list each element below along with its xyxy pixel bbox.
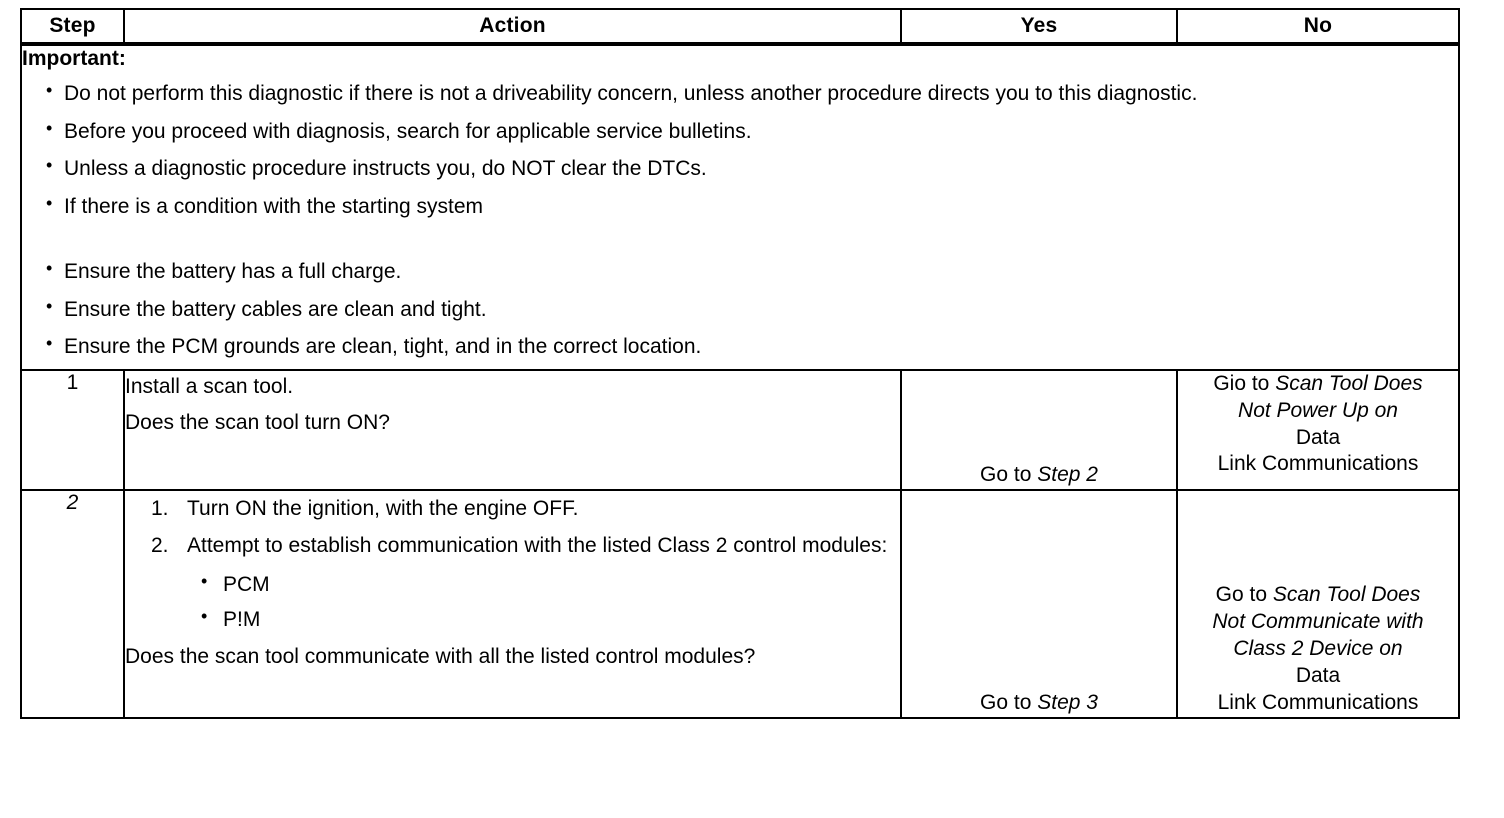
column-header-action: Action (123, 8, 902, 46)
yes-goto-line: Go to Step 3 (902, 690, 1176, 717)
no-branch-content: Gio to Scan Tool Does Not Power Up on Da… (1178, 371, 1458, 489)
action-cell-step-1: Install a scan tool. Does the scan tool … (123, 368, 902, 491)
goto-target-part-3: Data (1295, 425, 1341, 449)
goto-target-part-3: Class 2 Device on (1233, 637, 1403, 661)
list-text: Turn ON the ignition, with the engine OF… (187, 496, 579, 520)
list-item: Before you proceed with diagnosis, searc… (22, 115, 1458, 148)
goto-target-part-1: Scan Tool Does (1272, 583, 1421, 607)
yes-goto-line: Go to Step 2 (902, 462, 1176, 489)
yes-branch-content: Go to Step 3 (902, 491, 1176, 717)
goto-target-part-4: Link Communications (1217, 452, 1419, 476)
important-bullets-group-1: Do not perform this diagnostic if there … (22, 77, 1458, 223)
list-item: Ensure the PCM grounds are clean, tight,… (22, 330, 1458, 363)
list-item: Do not perform this diagnostic if there … (22, 77, 1458, 110)
goto-prefix: Go to (1215, 583, 1273, 607)
list-item: 2. Attempt to establish communication wi… (125, 530, 900, 637)
important-notice-cell: Important: Do not perform this diagnosti… (20, 43, 1460, 371)
no-goto-line-1: Go to Scan Tool Does (1178, 582, 1458, 609)
no-branch-step-1: Gio to Scan Tool Does Not Power Up on Da… (1176, 368, 1460, 491)
goto-target-part-4: Data (1295, 664, 1341, 687)
action-question: Does the scan tool turn ON? (125, 411, 390, 435)
step-number-2: 2 (20, 488, 125, 719)
goto-target-part-1: Scan Tool Does (1275, 371, 1423, 395)
bullet-group-spacer (22, 228, 1458, 256)
no-branch-step-2: Go to Scan Tool Does Not Communicate wit… (1176, 488, 1460, 719)
action-question: Does the scan tool communicate with all … (125, 644, 756, 668)
goto-prefix: Go to (980, 690, 1038, 714)
table-row: 2 1. Turn ON the ignition, with the engi… (20, 488, 1460, 719)
goto-target-part-2: Not Power Up on (1238, 398, 1398, 422)
action-cell-step-2: 1. Turn ON the ignition, with the engine… (123, 488, 902, 719)
step-number-1: 1 (20, 368, 125, 491)
action-numbered-list: 1. Turn ON the ignition, with the engine… (125, 493, 900, 637)
yes-branch-content: Go to Step 2 (902, 371, 1176, 489)
column-header-no: No (1176, 8, 1460, 46)
column-header-yes: Yes (900, 8, 1178, 46)
diagnostic-procedure-table: Step Action Yes No Important: Do not per… (20, 8, 1460, 719)
table-row: 1 Install a scan tool. Does the scan too… (20, 368, 1460, 491)
important-notice-row: Important: Do not perform this diagnosti… (20, 43, 1460, 371)
no-goto-line-1: Gio to Scan Tool Does (1178, 371, 1458, 398)
list-text: Attempt to establish communication with … (187, 534, 888, 558)
list-item: Ensure the battery cables are clean and … (22, 293, 1458, 326)
goto-target: Step 2 (1037, 462, 1098, 486)
yes-branch-step-1: Go to Step 2 (900, 368, 1178, 491)
yes-branch-step-2: Go to Step 3 (900, 488, 1178, 719)
goto-target-part-5: Link Communications (1217, 690, 1419, 714)
list-item: If there is a condition with the startin… (22, 190, 1458, 223)
no-branch-content: Go to Scan Tool Does Not Communicate wit… (1178, 491, 1458, 717)
goto-prefix: Go to (980, 462, 1038, 486)
column-header-step: Step (20, 8, 125, 46)
list-item: Ensure the battery has a full charge. (22, 255, 1458, 288)
list-item: Unless a diagnostic procedure instructs … (22, 152, 1458, 185)
table-header-row: Step Action Yes No (20, 8, 1460, 46)
goto-target: Step 3 (1037, 690, 1098, 714)
goto-prefix: Gio to (1213, 371, 1276, 395)
goto-target-part-2: Not Communicate with (1212, 610, 1424, 634)
important-bullets-group-2: Ensure the battery has a full charge. En… (22, 255, 1458, 363)
list-item: P!M (187, 602, 900, 637)
control-modules-list: PCM P!M (187, 567, 900, 637)
action-line: Install a scan tool. (125, 374, 294, 398)
list-number: 1. (151, 496, 169, 520)
important-title: Important: (22, 47, 126, 70)
list-item: PCM (187, 567, 900, 602)
list-item: 1. Turn ON the ignition, with the engine… (125, 493, 900, 525)
list-number: 2. (151, 534, 169, 558)
